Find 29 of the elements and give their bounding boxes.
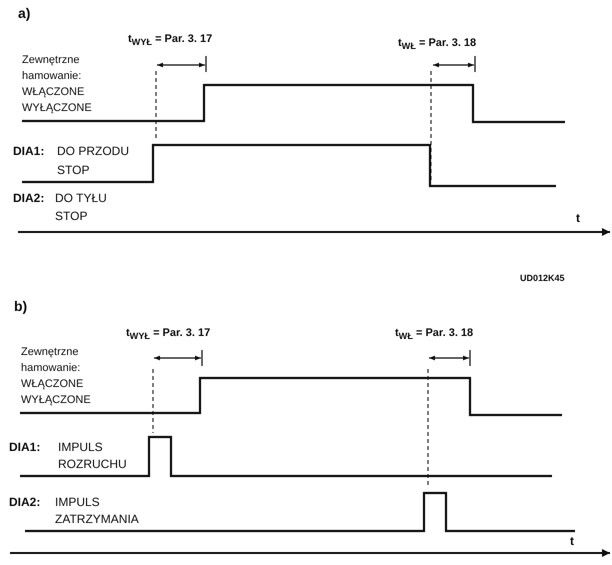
state-label: IMPULS bbox=[58, 440, 103, 454]
state-label: STOP bbox=[57, 163, 90, 177]
panel-label: b) bbox=[14, 299, 28, 313]
signal-label: DIA2: bbox=[9, 495, 40, 509]
state-label: ZATRZYMANIA bbox=[55, 512, 139, 526]
axis-label: t bbox=[570, 534, 574, 548]
state-label: WYŁĄCZONE bbox=[21, 393, 91, 407]
signal-label: Zewnętrzne bbox=[21, 345, 78, 359]
state-label: DO PRZODU bbox=[57, 144, 129, 158]
state-label: STOP bbox=[55, 209, 88, 223]
signal-label: Zewnętrzne bbox=[22, 53, 80, 67]
figure-code: UD012K45 bbox=[520, 272, 565, 285]
time-parameter-label: t$_{WYŁ}$ = Par. 3. 17 bbox=[128, 32, 212, 50]
state-label: WŁĄCZONE bbox=[21, 377, 84, 391]
signal-label: DIA1: bbox=[9, 440, 40, 454]
state-label: ROZRUCHU bbox=[58, 457, 127, 471]
axis-label: t bbox=[576, 211, 580, 225]
state-label: IMPULS bbox=[55, 495, 100, 509]
signal-label: hamowanie: bbox=[21, 361, 80, 375]
signal-label: hamowanie: bbox=[22, 69, 82, 83]
state-label: DO TYŁU bbox=[55, 191, 107, 205]
state-label: WYŁĄCZONE bbox=[22, 101, 92, 115]
signal-label: DIA1: bbox=[13, 144, 44, 158]
time-parameter-label: t$_{WŁ}$ = Par. 3. 18 bbox=[395, 326, 474, 344]
signal-label: DIA2: bbox=[13, 191, 44, 205]
time-parameter-label: t$_{WŁ}$ = Par. 3. 18 bbox=[398, 36, 476, 54]
state-label: WŁĄCZONE bbox=[22, 85, 84, 99]
time-parameter-label: t$_{WYŁ}$ = Par. 3. 17 bbox=[126, 326, 210, 344]
panel-label: a) bbox=[18, 6, 30, 20]
